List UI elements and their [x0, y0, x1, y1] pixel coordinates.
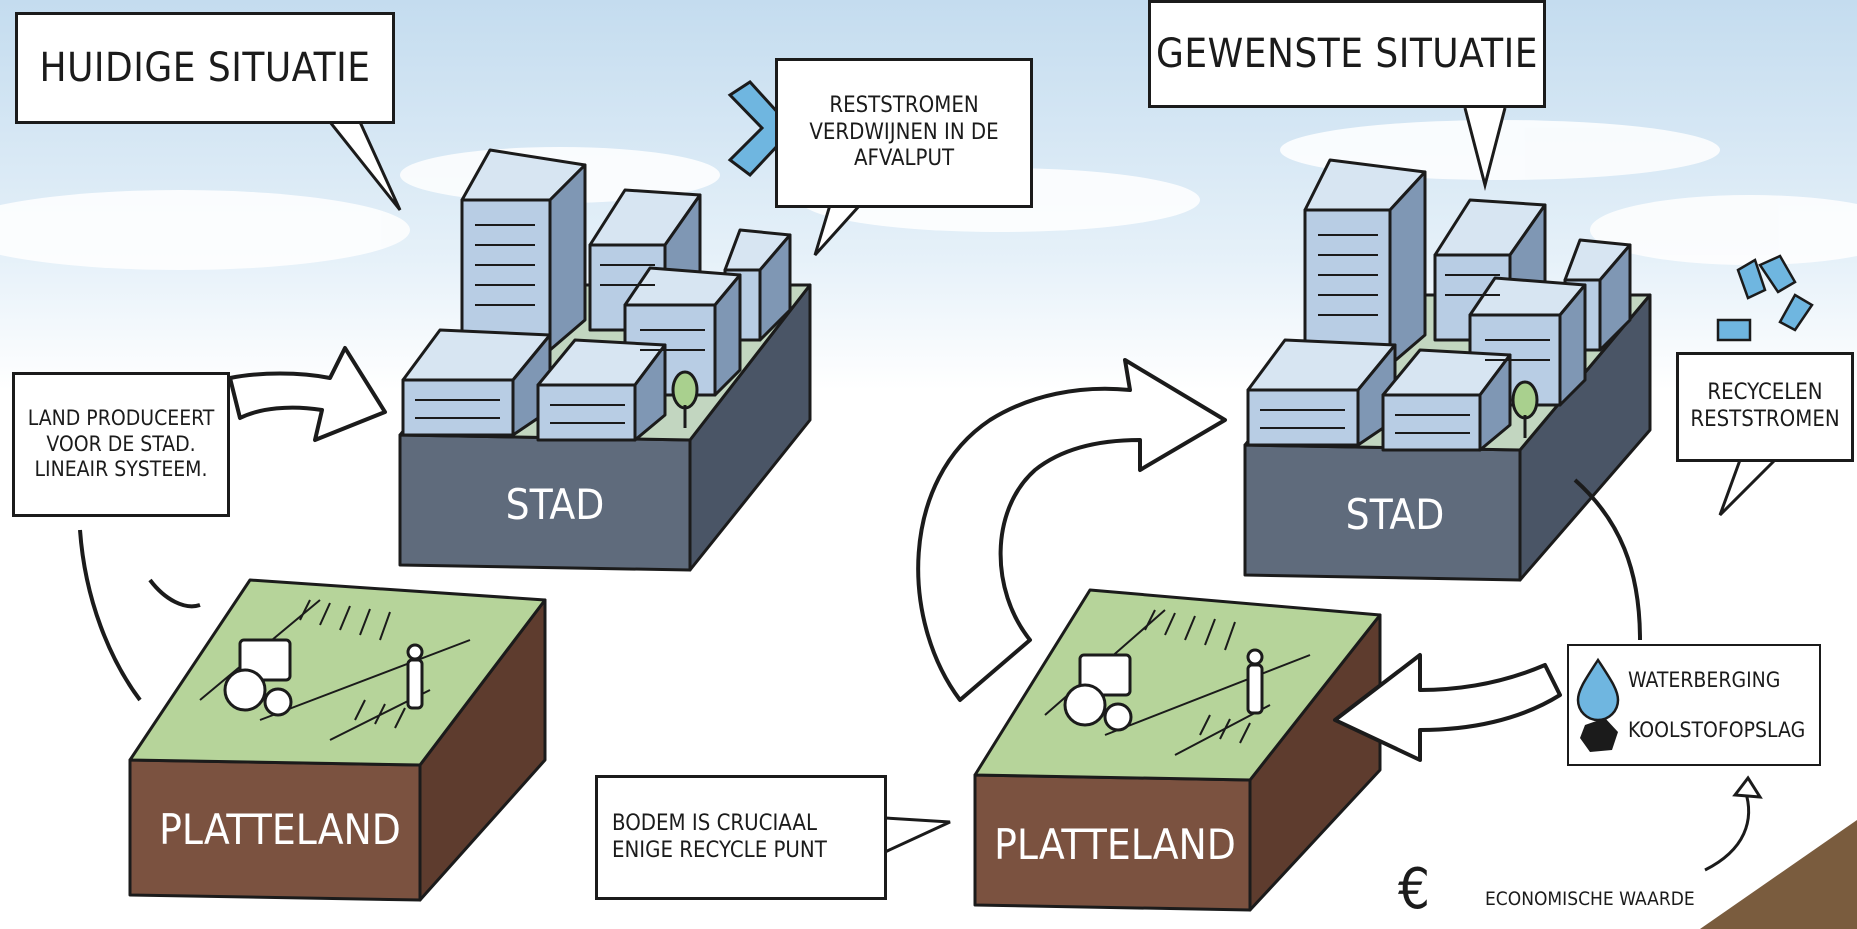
recycle-callout: RECYCELEN RESTSTROMEN — [1676, 352, 1854, 462]
corner-page-curl — [1700, 820, 1857, 929]
water-storage-label: WATERBERGING — [1628, 668, 1781, 692]
window-lines-desired — [1260, 234, 1550, 434]
waste-callout-line-1: RESTSTROMEN — [829, 92, 979, 118]
soil-callout: BODEM IS CRUCIAAL ENIGE RECYCLE PUNT — [595, 775, 887, 900]
callout-tail-waste — [813, 203, 862, 257]
land-callout-line-2: VOOR DE STAD. — [46, 431, 196, 456]
farmer-icon-current — [406, 643, 424, 710]
arrow-callout-to-rural — [78, 529, 142, 702]
callout-tail-desired-title — [1463, 107, 1507, 191]
field-lines-current — [199, 599, 471, 741]
arrow-city-to-benefits — [1573, 478, 1642, 641]
farmer-icon-desired — [1246, 648, 1264, 715]
carbon-storage-label: KOOLSTOFOPSLAG — [1628, 718, 1806, 742]
cloud-shapes — [0, 120, 1857, 270]
waterdrop-icon — [1576, 657, 1620, 722]
current-situation-title: HUIDIGE SITUATIE — [15, 12, 395, 124]
city-label-desired: STAD — [1345, 490, 1445, 539]
city-block-desired — [1243, 158, 1652, 582]
waste-callout-line-3: AFVALPUT — [853, 146, 955, 172]
window-lines-current — [415, 224, 705, 424]
callout-tail-recycle — [1718, 458, 1777, 517]
euro-icon: € — [1398, 857, 1431, 922]
land-callout: LAND PRODUCEERT VOOR DE STAD. LINEAIR SY… — [12, 372, 230, 517]
tractor-icon-current — [223, 638, 293, 717]
benefits-box — [1567, 644, 1821, 766]
city-block-current — [398, 148, 812, 572]
arrow-benefits-to-economic — [1704, 789, 1751, 872]
rural-block-current — [128, 578, 547, 902]
rural-label-current: PLATTELAND — [159, 805, 401, 854]
callout-tail-current-title — [328, 121, 402, 211]
rural-label-desired: PLATTELAND — [994, 820, 1236, 869]
economic-value-label: ECONOMISCHE WAARDE — [1485, 888, 1695, 910]
arrowhead-rural — [148, 578, 201, 609]
recycle-icon — [1716, 254, 1814, 342]
callout-tail-soil — [884, 816, 951, 854]
desired-situation-title: GEWENSTE SITUATIE — [1148, 0, 1546, 108]
arrowhead-economic — [1732, 775, 1763, 799]
desired-title-text: GEWENSTE SITUATIE — [1156, 30, 1538, 77]
city-label-current: STAD — [505, 480, 605, 529]
soil-callout-line-1: BODEM IS CRUCIAAL — [612, 810, 817, 836]
recycle-callout-line-1: RECYCELEN — [1707, 380, 1823, 406]
rural-block-desired — [973, 588, 1382, 912]
tractor-icon-desired — [1063, 653, 1133, 732]
carbon-icon — [1580, 718, 1618, 752]
arrow-land-to-city — [228, 346, 387, 442]
arrow-waste-back-to-land — [1333, 653, 1562, 762]
waste-callout-line-2: VERDWIJNEN IN DE — [809, 119, 999, 145]
arrow-rural-to-city-cycle — [916, 358, 1227, 702]
current-title-text: HUIDIGE SITUATIE — [39, 44, 371, 91]
recycle-callout-line-2: RESTSTROMEN — [1690, 407, 1840, 432]
land-callout-line-3: LINEAIR SYSTEEM. — [34, 457, 208, 482]
land-callout-line-1: LAND PRODUCEERT — [27, 406, 215, 431]
soil-callout-line-2: ENIGE RECYCLE PUNT — [612, 837, 827, 863]
waste-callout: RESTSTROMEN VERDWIJNEN IN DE AFVALPUT — [775, 58, 1033, 208]
